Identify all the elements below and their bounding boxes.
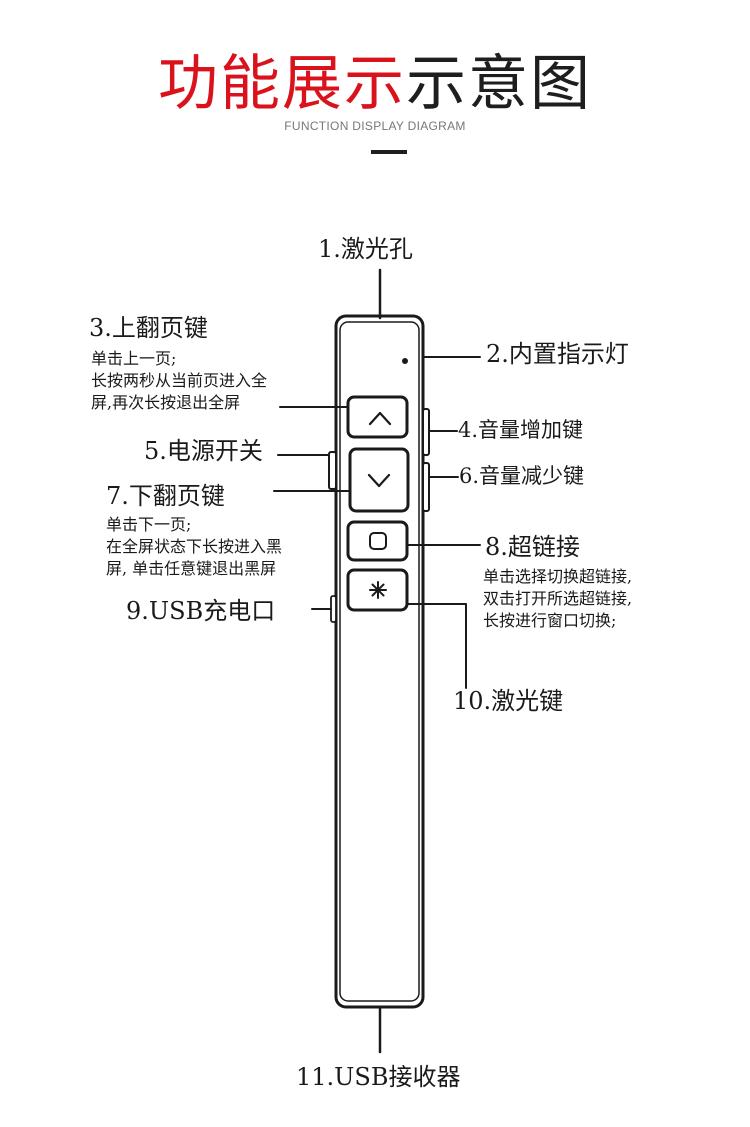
hyperlink-desc-line: 单击选择切换超链接, bbox=[483, 567, 633, 586]
page-down-description: 单击下一页; 在全屏状态下长按进入黑 屏, 单击任意键退出黑屏 bbox=[106, 514, 282, 580]
page-subtitle: FUNCTION DISPLAY DIAGRAM bbox=[284, 119, 466, 133]
page-up-button-outline bbox=[346, 395, 409, 439]
label-indicator: 2.内置指示灯 bbox=[486, 340, 629, 368]
label-page-down: 7.下翻页键 bbox=[106, 482, 225, 510]
laser-button-outline bbox=[346, 568, 409, 612]
hyperlink-description: 单击选择切换超链接, 双击打开所选超链接, 长按进行窗口切换; bbox=[483, 566, 632, 632]
label-laser-key: 10.激光键 bbox=[453, 687, 564, 715]
hyperlink-button-outline bbox=[346, 520, 409, 562]
label-power: 5.电源开关 bbox=[144, 437, 263, 465]
page-down-desc-line: 单击下一页; bbox=[106, 515, 192, 534]
label-usb-receiver: 11.USB接收器 bbox=[296, 1063, 461, 1091]
label-usb-port: 9.USB充电口 bbox=[126, 597, 276, 625]
power-switch-tab bbox=[328, 451, 337, 490]
title-divider bbox=[371, 150, 407, 154]
hyperlink-desc-line: 双击打开所选超链接, bbox=[483, 589, 633, 608]
page-up-description: 单击上一页; 长按两秒从当前页进入全 屏,再次长按退出全屏 bbox=[91, 348, 267, 414]
presenter-body-inner bbox=[339, 321, 420, 1002]
page-up-desc-line: 屏,再次长按退出全屏 bbox=[91, 393, 241, 412]
indicator-light-dot bbox=[402, 358, 408, 364]
page-down-desc-line: 屏, 单击任意键退出黑屏 bbox=[106, 559, 277, 578]
page-up-desc-line: 长按两秒从当前页进入全 bbox=[91, 371, 268, 390]
hyperlink-desc-line: 长按进行窗口切换; bbox=[483, 611, 617, 630]
page-down-desc-line: 在全屏状态下长按进入黑 bbox=[106, 537, 283, 556]
page-up-desc-line: 单击上一页; bbox=[91, 349, 177, 368]
label-volume-up: 4.音量增加键 bbox=[458, 418, 584, 442]
chevron-down-icon bbox=[367, 473, 391, 488]
label-laser-hole: 1.激光孔 bbox=[318, 235, 413, 263]
label-page-up: 3.上翻页键 bbox=[89, 314, 208, 342]
title-black: 示意图 bbox=[406, 49, 592, 119]
title-red: 功能展示 bbox=[158, 49, 406, 119]
leader-laser-key bbox=[406, 603, 467, 689]
volume-down-tab bbox=[422, 462, 430, 512]
label-hyperlink: 8.超链接 bbox=[485, 533, 580, 561]
chevron-up-icon bbox=[368, 411, 392, 426]
page-title: 功能展示示意图 bbox=[0, 48, 750, 120]
label-volume-down: 6.音量减少键 bbox=[459, 464, 585, 488]
rounded-square-icon bbox=[369, 532, 387, 550]
page-down-button-outline bbox=[348, 447, 410, 513]
asterisk-icon bbox=[369, 581, 387, 599]
volume-up-tab bbox=[422, 408, 430, 456]
